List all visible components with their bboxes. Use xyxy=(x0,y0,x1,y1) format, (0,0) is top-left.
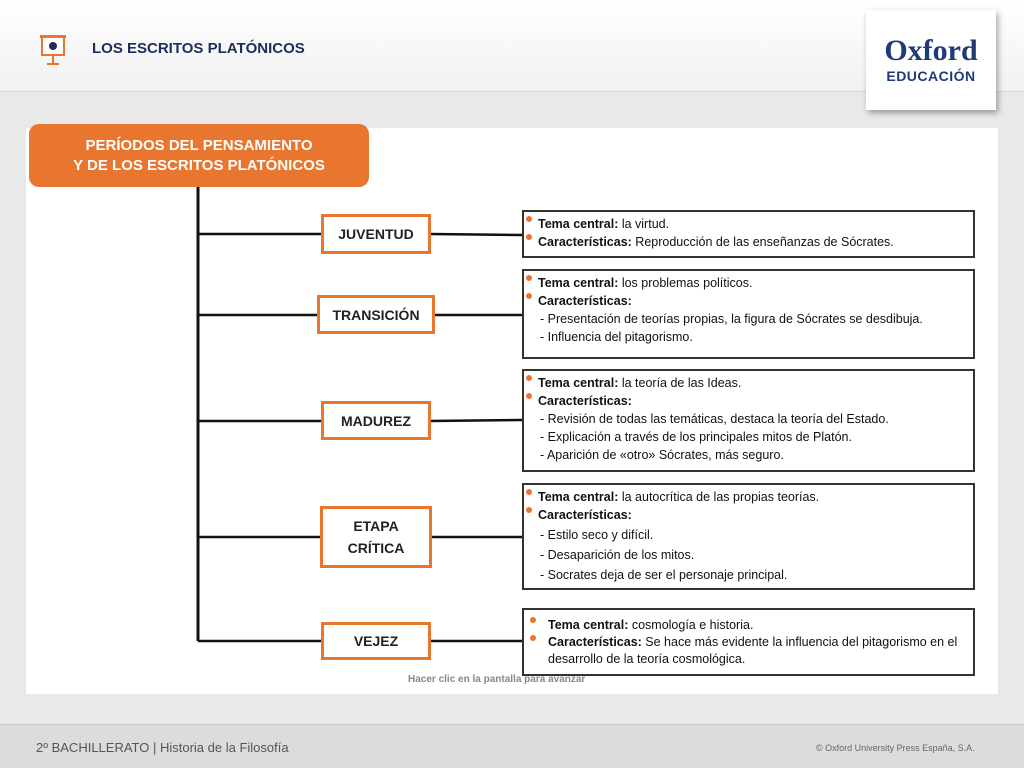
tema-central-row: Tema central: la teoría de las Ideas. xyxy=(526,374,967,392)
tema-label: Tema central: xyxy=(538,490,619,504)
caracteristicas-label: Características: xyxy=(538,394,632,408)
info-box-vejez: Tema central: cosmología e historia. Car… xyxy=(522,608,975,676)
tema-value: cosmología e historia. xyxy=(628,618,754,632)
info-box-madurez: Tema central: la teoría de las Ideas. Ca… xyxy=(522,369,975,472)
caracteristicas-row: Características: xyxy=(526,292,967,310)
info-box-juventud: Tema central: la virtud. Características… xyxy=(522,210,975,258)
period-box-etapa-critica: ETAPA CRÍTICA xyxy=(320,506,432,568)
caracteristicas-label: Características: xyxy=(548,635,642,649)
diagram-title-line1: PERÍODOS DEL PENSAMIENTO xyxy=(85,136,313,154)
tema-label: Tema central: xyxy=(538,276,619,290)
characteristic-item: - Estilo seco y difícil. xyxy=(540,528,654,542)
header-bar xyxy=(0,0,1024,92)
period-box-madurez: MADUREZ xyxy=(321,401,431,440)
caracteristicas-label: Características: xyxy=(538,508,632,522)
advance-hint[interactable]: Hacer clic en la pantalla para avanzar xyxy=(408,674,586,685)
caracteristicas-label: Características: xyxy=(538,294,632,308)
period-label: ETAPA xyxy=(353,518,399,534)
tema-value: los problemas políticos. xyxy=(618,276,753,290)
info-box-etapa-critica: Tema central: la autocrítica de las prop… xyxy=(522,483,975,590)
logo-wordmark: Oxford xyxy=(884,34,978,67)
caracteristicas-value: Se hace más evidente la influencia del p… xyxy=(548,635,958,666)
presentation-board-icon xyxy=(40,35,66,65)
tema-value: la autocrítica de las propias teorías. xyxy=(618,490,820,504)
period-box-transicion: TRANSICIÓN xyxy=(317,295,435,334)
oxford-logo: Oxford EDUCACIÓN xyxy=(866,10,996,110)
caracteristicas-value: Reproducción de las enseñanzas de Sócrat… xyxy=(631,235,894,249)
period-box-vejez: VEJEZ xyxy=(321,622,431,660)
logo-subtitle: EDUCACIÓN xyxy=(886,68,976,84)
characteristic-item: - Revisión de todas las temáticas, desta… xyxy=(540,412,889,426)
diagram-title-line2: Y DE LOS ESCRITOS PLATÓNICOS xyxy=(73,156,325,174)
caracteristicas-row: Características: Reproducción de las ens… xyxy=(526,233,967,251)
characteristic-item: - Aparición de «otro» Sócrates, más segu… xyxy=(540,448,784,462)
characteristic-item: - Presentación de teorías propias, la fi… xyxy=(540,312,923,326)
characteristic-item: - Socrates deja de ser el personaje prin… xyxy=(540,568,788,582)
characteristic-item: - Desaparición de los mitos. xyxy=(540,548,695,562)
copyright-label: © Oxford University Press España, S.A. xyxy=(816,743,975,753)
caracteristicas-label: Características: xyxy=(538,235,632,249)
info-box-transicion: Tema central: los problemas políticos. C… xyxy=(522,269,975,359)
period-label: TRANSICIÓN xyxy=(332,306,420,323)
tema-value: la teoría de las Ideas. xyxy=(618,376,742,390)
tema-value: la virtud. xyxy=(618,217,670,231)
tema-label: Tema central: xyxy=(538,376,619,390)
period-label: JUVENTUD xyxy=(338,226,414,242)
course-label: 2º BACHILLERATO | Historia de la Filosof… xyxy=(36,740,289,755)
footer-bar xyxy=(0,724,1024,768)
caracteristicas-row: Características: xyxy=(526,506,967,524)
period-label: MADUREZ xyxy=(341,412,411,429)
characteristic-item: - Influencia del pitagorismo. xyxy=(540,330,693,344)
tema-central-row: Tema central: la virtud. xyxy=(526,215,967,233)
page-title: LOS ESCRITOS PLATÓNICOS xyxy=(92,40,305,57)
period-label: VEJEZ xyxy=(353,633,399,649)
tema-central-row: Tema central: los problemas políticos. xyxy=(526,274,967,292)
diagram-title: PERÍODOS DEL PENSAMIENTO Y DE LOS ESCRIT… xyxy=(29,124,369,187)
caracteristicas-row: Características: Se hace más evidente la… xyxy=(530,634,967,668)
period-box-juventud: JUVENTUD xyxy=(321,214,431,254)
tema-central-row: Tema central: cosmología e historia. xyxy=(530,616,967,634)
period-label: CRÍTICA xyxy=(347,540,405,556)
tema-label: Tema central: xyxy=(548,618,629,632)
characteristic-item: - Explicación a través de los principale… xyxy=(540,430,852,444)
tema-label: Tema central: xyxy=(538,217,619,231)
tema-central-row: Tema central: la autocrítica de las prop… xyxy=(526,488,967,506)
caracteristicas-row: Características: xyxy=(526,392,967,410)
